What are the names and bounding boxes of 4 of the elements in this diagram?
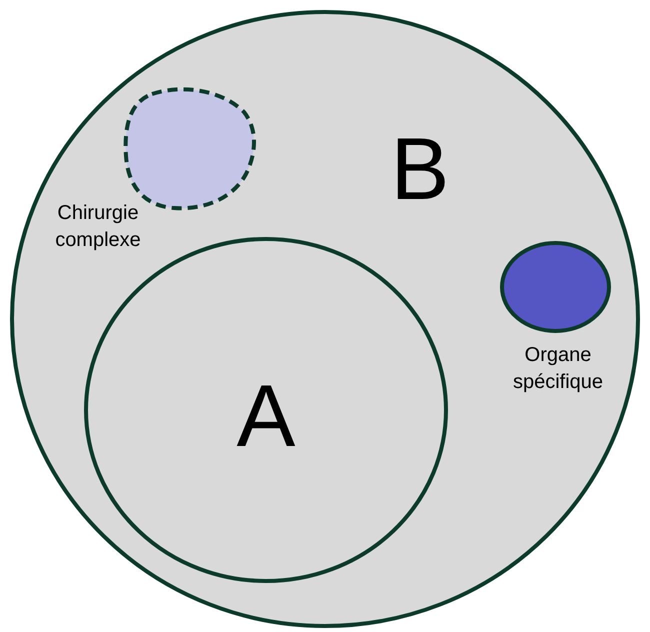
set-letter: B (390, 125, 450, 213)
region-label: Chirurgie complexe (54, 201, 142, 253)
set-letter: A (236, 372, 296, 460)
region-label: Organe spécifique (512, 343, 604, 395)
